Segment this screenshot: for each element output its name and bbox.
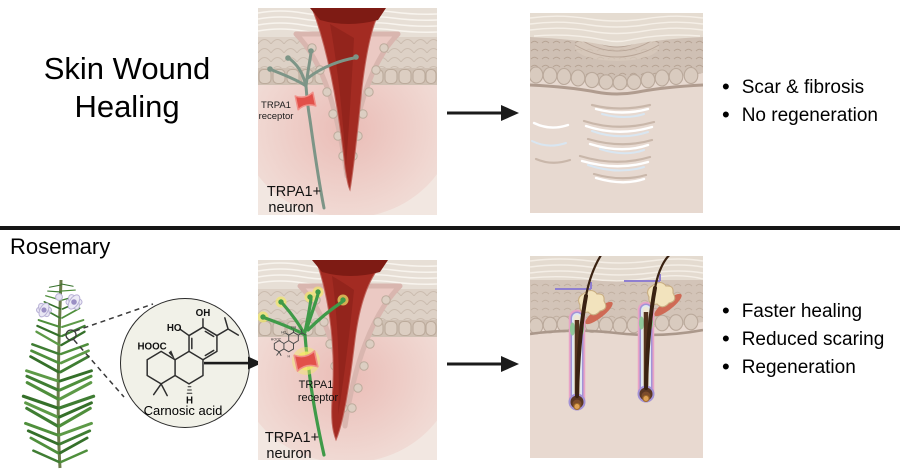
basement-membrane bbox=[530, 83, 703, 96]
stratum-corneum bbox=[530, 13, 703, 47]
wedge-bond bbox=[168, 350, 176, 360]
arrow-right-compound bbox=[204, 356, 262, 370]
wound bbox=[315, 260, 387, 442]
outcome-item: Scar & fibrosis bbox=[722, 78, 900, 98]
outcome-item: No regeneration bbox=[722, 106, 900, 126]
top-outcomes-list: Scar & fibrosis No regeneration bbox=[722, 78, 900, 134]
wound-scab bbox=[310, 8, 386, 24]
outcome-item: Reduced scaring bbox=[722, 330, 900, 350]
receptor-label-line1: TRPA1 bbox=[261, 100, 291, 111]
dermal-papilla bbox=[573, 403, 581, 410]
nerve-fiber bbox=[555, 282, 592, 290]
neuron-terminals bbox=[260, 289, 346, 320]
magnifier-circle: OH HO HOOC H Carnosic acid bbox=[120, 298, 250, 428]
rosemary-flowers bbox=[36, 293, 83, 318]
bulge-stem-cells bbox=[569, 322, 576, 336]
stratum-corneum-texture bbox=[530, 15, 703, 43]
title-line-1: Skin Wound bbox=[43, 51, 211, 86]
arrow-right-top bbox=[447, 105, 519, 121]
hair-follicle bbox=[555, 256, 613, 411]
scar-fibers bbox=[531, 103, 656, 184]
regenerated-skin-illustration bbox=[530, 256, 703, 458]
mini-atom-h: H bbox=[287, 354, 290, 358]
carnosic-acid-structure: OH HO HOOC H Carnosic acid bbox=[137, 308, 240, 418]
outcome-item: Faster healing bbox=[722, 302, 900, 322]
atom-label-ho: HO bbox=[167, 323, 182, 334]
receptor-label-line1: TRPA1 bbox=[299, 379, 334, 391]
neuron-label-line2: neuron bbox=[266, 446, 311, 460]
atom-label-oh: OH bbox=[196, 308, 211, 319]
arrow-right-bottom bbox=[447, 356, 519, 372]
neuron-terminals bbox=[267, 48, 359, 72]
hair-shaft bbox=[575, 294, 588, 398]
stem bbox=[56, 279, 63, 469]
section-divider bbox=[0, 226, 900, 230]
compound-name: Carnosic acid bbox=[144, 403, 223, 418]
neuron-label-line1: TRPA1+ bbox=[267, 184, 321, 200]
neuron-label-line2: neuron bbox=[268, 200, 313, 215]
sensory-neuron-activated bbox=[263, 292, 344, 457]
wound-scab bbox=[312, 260, 388, 276]
scarred-skin-illustration bbox=[530, 13, 703, 213]
basal-cell-layer bbox=[530, 66, 699, 91]
atom-label-hooc: HOOC bbox=[137, 342, 166, 353]
atom-label-h: H bbox=[186, 395, 193, 406]
callout-source-marker bbox=[65, 329, 77, 341]
hair-follicle bbox=[624, 256, 682, 403]
treated-wounded-skin-illustration: OH HO HOOC H TRPA1 receptor TRPA1+ neuro… bbox=[258, 260, 437, 460]
mini-atom-hooc: HOOC bbox=[271, 338, 282, 342]
rosemary-plant-illustration bbox=[21, 279, 96, 469]
trpa1-receptor-icon bbox=[293, 350, 319, 372]
wounded-skin-illustration: TRPA1 receptor TRPA1+ neuron bbox=[258, 8, 437, 215]
bulge-stem-cells bbox=[638, 316, 645, 330]
receptor-label-line2: receptor bbox=[298, 392, 339, 404]
neuron-label-line1: TRPA1+ bbox=[265, 430, 319, 446]
nerve-fiber bbox=[624, 274, 661, 282]
basal-cell-layer bbox=[530, 313, 699, 335]
outcome-item: Regeneration bbox=[722, 358, 900, 378]
basement-membrane bbox=[530, 328, 703, 337]
receptor-label-line2: receptor bbox=[259, 111, 294, 122]
carnosic-acid-mini-structure: OH HO HOOC H bbox=[271, 325, 306, 358]
trpa1-receptor-icon bbox=[294, 91, 317, 111]
title-line-2: Healing bbox=[74, 89, 180, 124]
mini-atom-oh: OH bbox=[291, 325, 297, 329]
bottom-outcomes-list: Faster healing Reduced scaring Regenerat… bbox=[722, 302, 900, 386]
chemical-skeleton: OH HO HOOC H bbox=[137, 308, 240, 406]
dermal-papilla bbox=[642, 395, 650, 402]
stratum-corneum-texture bbox=[530, 258, 703, 282]
callout-dashed-lines bbox=[65, 303, 154, 398]
mini-atom-ho: HO bbox=[281, 331, 287, 335]
rosemary-label: Rosemary bbox=[10, 234, 111, 259]
hair-shaft bbox=[644, 286, 657, 390]
page-title: Skin Wound Healing bbox=[18, 50, 236, 126]
